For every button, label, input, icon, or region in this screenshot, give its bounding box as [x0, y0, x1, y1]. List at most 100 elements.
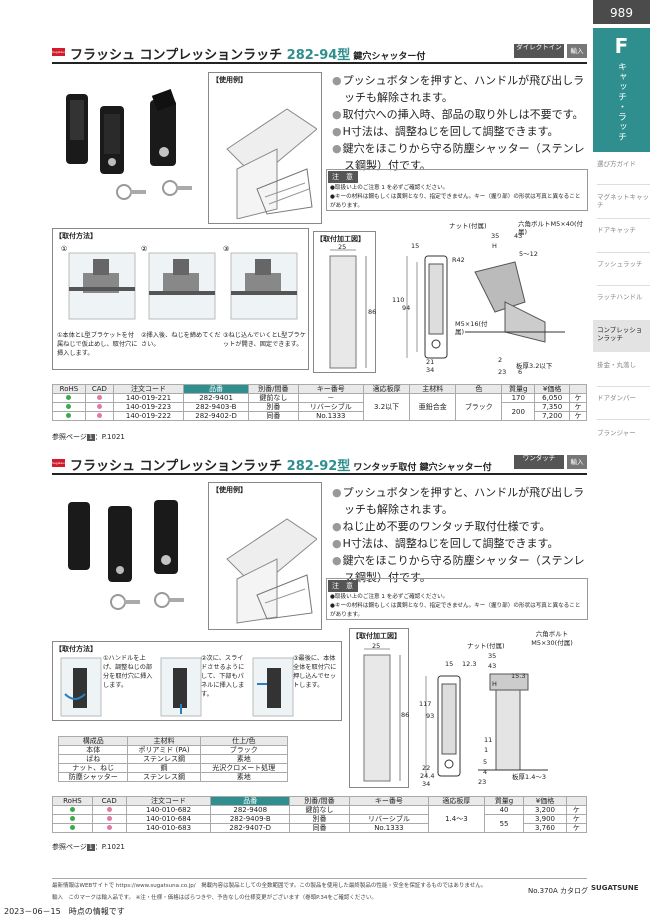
side-nav-guide[interactable]: 選び方ガイド [597, 160, 636, 168]
dim-34: 34 [426, 366, 435, 374]
dim-bolt: 六角ボルトM5×40(付属) [518, 220, 583, 236]
dim-bolt: 六角ボルトM5×30(付属) [531, 630, 573, 647]
table-row: 本体ポリアミド (PA)ブラック [57, 745, 289, 755]
step2-text: ②次に、スライドさせるようにして、下部もパネルに挿入します。 [201, 655, 245, 698]
usage-illustration [226, 108, 317, 219]
usage-example-box: 【使用例】 [208, 72, 322, 224]
badge-direct-in: ダイレクトイン [514, 44, 564, 58]
cutout-drawing-box: 【取付加工図】 25 86 [349, 628, 409, 788]
section1-header: Sugatsune フラッシュ コンプレッションラッチ 282-94型 鍵穴シャ… [52, 42, 587, 64]
footer-line1: 最新情報はWEBサイトで https://www.sugatsuna.co.jp… [52, 883, 487, 889]
footer-line2: 輸入 このマークは輸入品です。 ※注・仕様・価格はばらつきや、予告なしの仕様変更… [52, 895, 377, 901]
dim-2: 2 [498, 356, 503, 364]
side-nav-push-latch[interactable]: プッシュラッチ [597, 260, 643, 268]
side-nav-plunger[interactable]: ブランジャー [597, 429, 636, 437]
dim-93: 93 [426, 712, 435, 720]
dim-117: 117 [419, 700, 432, 708]
dim-6: 6 [518, 368, 523, 376]
dim-35: 35 [491, 232, 500, 240]
dim-R42: R42 [452, 256, 465, 264]
mounting-label: 【取付方法】 [55, 645, 97, 653]
info-date: 2023－06－15 時点の情報です [4, 907, 125, 916]
dim-15-3: 15.3 [511, 672, 526, 680]
dim-21: 21 [426, 358, 435, 366]
side-nav-hasp[interactable]: 掛金・丸落し [597, 361, 636, 369]
mounting-method-box: 【取付方法】 ① ② ③ ①本体とL型ブラケットを付属ねじで仮止めし、取付穴に挿… [52, 228, 309, 370]
side-nav-magnet[interactable]: マグネットキャッチ [597, 193, 649, 209]
section2-features: プッシュボタンを押すと、ハンドルが飛び出しラッチも解除されます。 ねじ止め不要の… [332, 484, 594, 586]
usage-example-box: 【使用例】 [208, 482, 322, 630]
svg-text:①: ① [61, 245, 67, 253]
dim-24-4: 24.4 [420, 772, 435, 780]
dimension-drawing-2 [425, 673, 548, 777]
cutout-label: 【取付加工図】 [352, 632, 401, 640]
dim-nut: ナット(付属) [467, 642, 505, 650]
dim-22: 22 [422, 764, 431, 772]
table-row: ばねステンレス鋼素地 [57, 754, 289, 764]
dim-5-12: 5～12 [519, 250, 538, 258]
step1-text: ①本体とL型ブラケットを付属ねじで仮止めし、取付穴に挿入します。 [57, 332, 138, 357]
dim-43: 43 [488, 662, 497, 670]
dim-15: 15 [445, 660, 454, 668]
dim-H: H [492, 680, 497, 688]
catalog-number: No.370A カタログ [528, 887, 588, 895]
svg-text:②: ② [141, 245, 147, 253]
dimension-drawing-1 [406, 255, 565, 359]
dim-15: 15 [411, 242, 420, 250]
badge-import: 輸入 [567, 44, 587, 58]
usage-illustration [226, 518, 317, 624]
mounting-label: 【取付方法】 [55, 232, 97, 240]
side-nav-door-catch[interactable]: ドアキャッチ [597, 226, 636, 234]
dim-4: 4 [483, 768, 488, 776]
brand-logo-small: Sugatsune [52, 459, 68, 467]
dim-1: 1 [484, 746, 489, 754]
cutout-label: 【取付加工図】 [316, 235, 365, 243]
category-label: キャッチ・ラッチ [616, 62, 626, 142]
side-nav-compression-latch[interactable]: コンプレッションラッチ [593, 320, 650, 352]
step3-text: ③ねじ込んでいくとL型ブラケットが開き、固定できます。 [223, 332, 306, 348]
step3-text: ③最後に、本体全体を取付穴に押し込んでセットします。 [293, 655, 337, 689]
cutout-drawing [363, 648, 401, 782]
section2-notes: 注 意 ●取扱い上のご注意 1 を必ずご確認ください。 ●キーの材料は鋼もしくは… [326, 578, 588, 620]
dim-110: 110 [392, 296, 405, 304]
dim-11: 11 [484, 736, 493, 744]
dim-12-3: 12.3 [462, 660, 477, 668]
material-table: 構成品主材料仕上/色 本体ポリアミド (PA)ブラック ばねステンレス鋼素地 ナ… [57, 736, 289, 782]
brand-logo-small: Sugatsune [52, 48, 68, 56]
category-tab[interactable]: F キャッチ・ラッチ [593, 28, 650, 152]
dim-25: 25 [338, 243, 347, 251]
svg-text:③: ③ [223, 245, 229, 253]
section1-title: フラッシュ コンプレッションラッチ 282-94型 鍵穴シャッター付 [70, 48, 426, 63]
dim-35: 35 [488, 652, 497, 660]
table-row: ナット、ねじ鋼光沢クロメート処理 [57, 763, 289, 773]
dim-94: 94 [402, 304, 411, 312]
usage-label: 【使用例】 [212, 486, 247, 494]
dim-23: 23 [498, 368, 507, 376]
section2-title: フラッシュ コンプレッションラッチ 282-92型 ワンタッチ取付 鍵穴シャッタ… [70, 459, 492, 474]
mounting-steps-illustration [60, 657, 294, 717]
dim-25: 25 [372, 642, 381, 650]
page-number: 989 [593, 0, 650, 24]
dim-plate: 板厚1.4～3 [512, 773, 546, 781]
side-nav-latch-handle[interactable]: ラッチハンドル [597, 293, 643, 301]
brand-logo: SUGATSUNE [591, 884, 639, 892]
category-letter: F [614, 34, 629, 58]
product-photo-282-94 [66, 89, 192, 200]
section1-features: プッシュボタンを押すと、ハンドルが飛び出しラッチも解除されます。 取付穴への挿入… [332, 72, 594, 174]
dim-5: 5 [483, 758, 488, 766]
side-nav-door-damper[interactable]: ドアダンパー [597, 394, 636, 402]
dim-plate: 板厚3.2以下 [516, 362, 553, 370]
table-row: 防塵シャッターステンレス鋼素地 [57, 772, 289, 782]
cutout-drawing [329, 249, 367, 369]
badge-one-touch: ワンタッチ [514, 455, 564, 469]
